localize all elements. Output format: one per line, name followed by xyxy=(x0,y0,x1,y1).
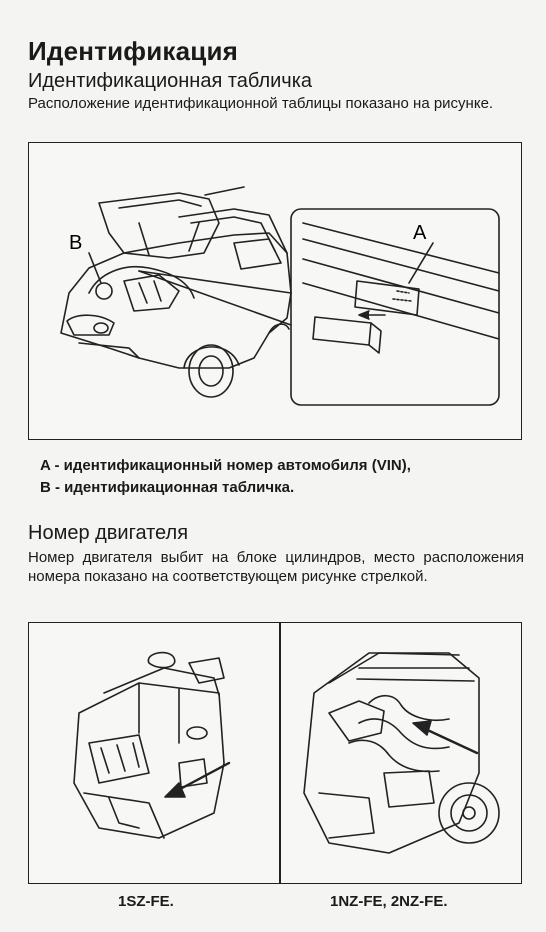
engine-number-figure xyxy=(28,622,522,884)
section-title: Идентификация xyxy=(28,36,239,66)
legend-item-a: A - идентификационный номер автомобиля (… xyxy=(40,457,411,474)
vehicle-id-figure: A B xyxy=(28,142,522,440)
engine-paragraph: Номер двигателя выбит на блоке цилиндров… xyxy=(28,549,524,585)
label-b: B xyxy=(69,232,82,254)
label-a: A xyxy=(413,222,427,244)
plate-heading: Идентификационная табличка xyxy=(28,70,313,92)
plate-paragraph: Расположение идентификационной таблицы п… xyxy=(28,95,494,112)
caption-1nz-2nz-fe: 1NZ-FE, 2NZ-FE. xyxy=(330,893,448,910)
engine-illustrations xyxy=(73,651,500,854)
legend-item-b: B - идентификационная табличка. xyxy=(40,479,295,496)
figure-divider xyxy=(279,623,281,883)
caption-1sz-fe: 1SZ-FE. xyxy=(118,893,174,910)
engine-heading: Номер двигателя xyxy=(28,522,189,544)
figure1-legend: A - идентификационный номер автомобиля (… xyxy=(40,455,411,499)
vehicle-illustration: A B xyxy=(60,186,500,406)
